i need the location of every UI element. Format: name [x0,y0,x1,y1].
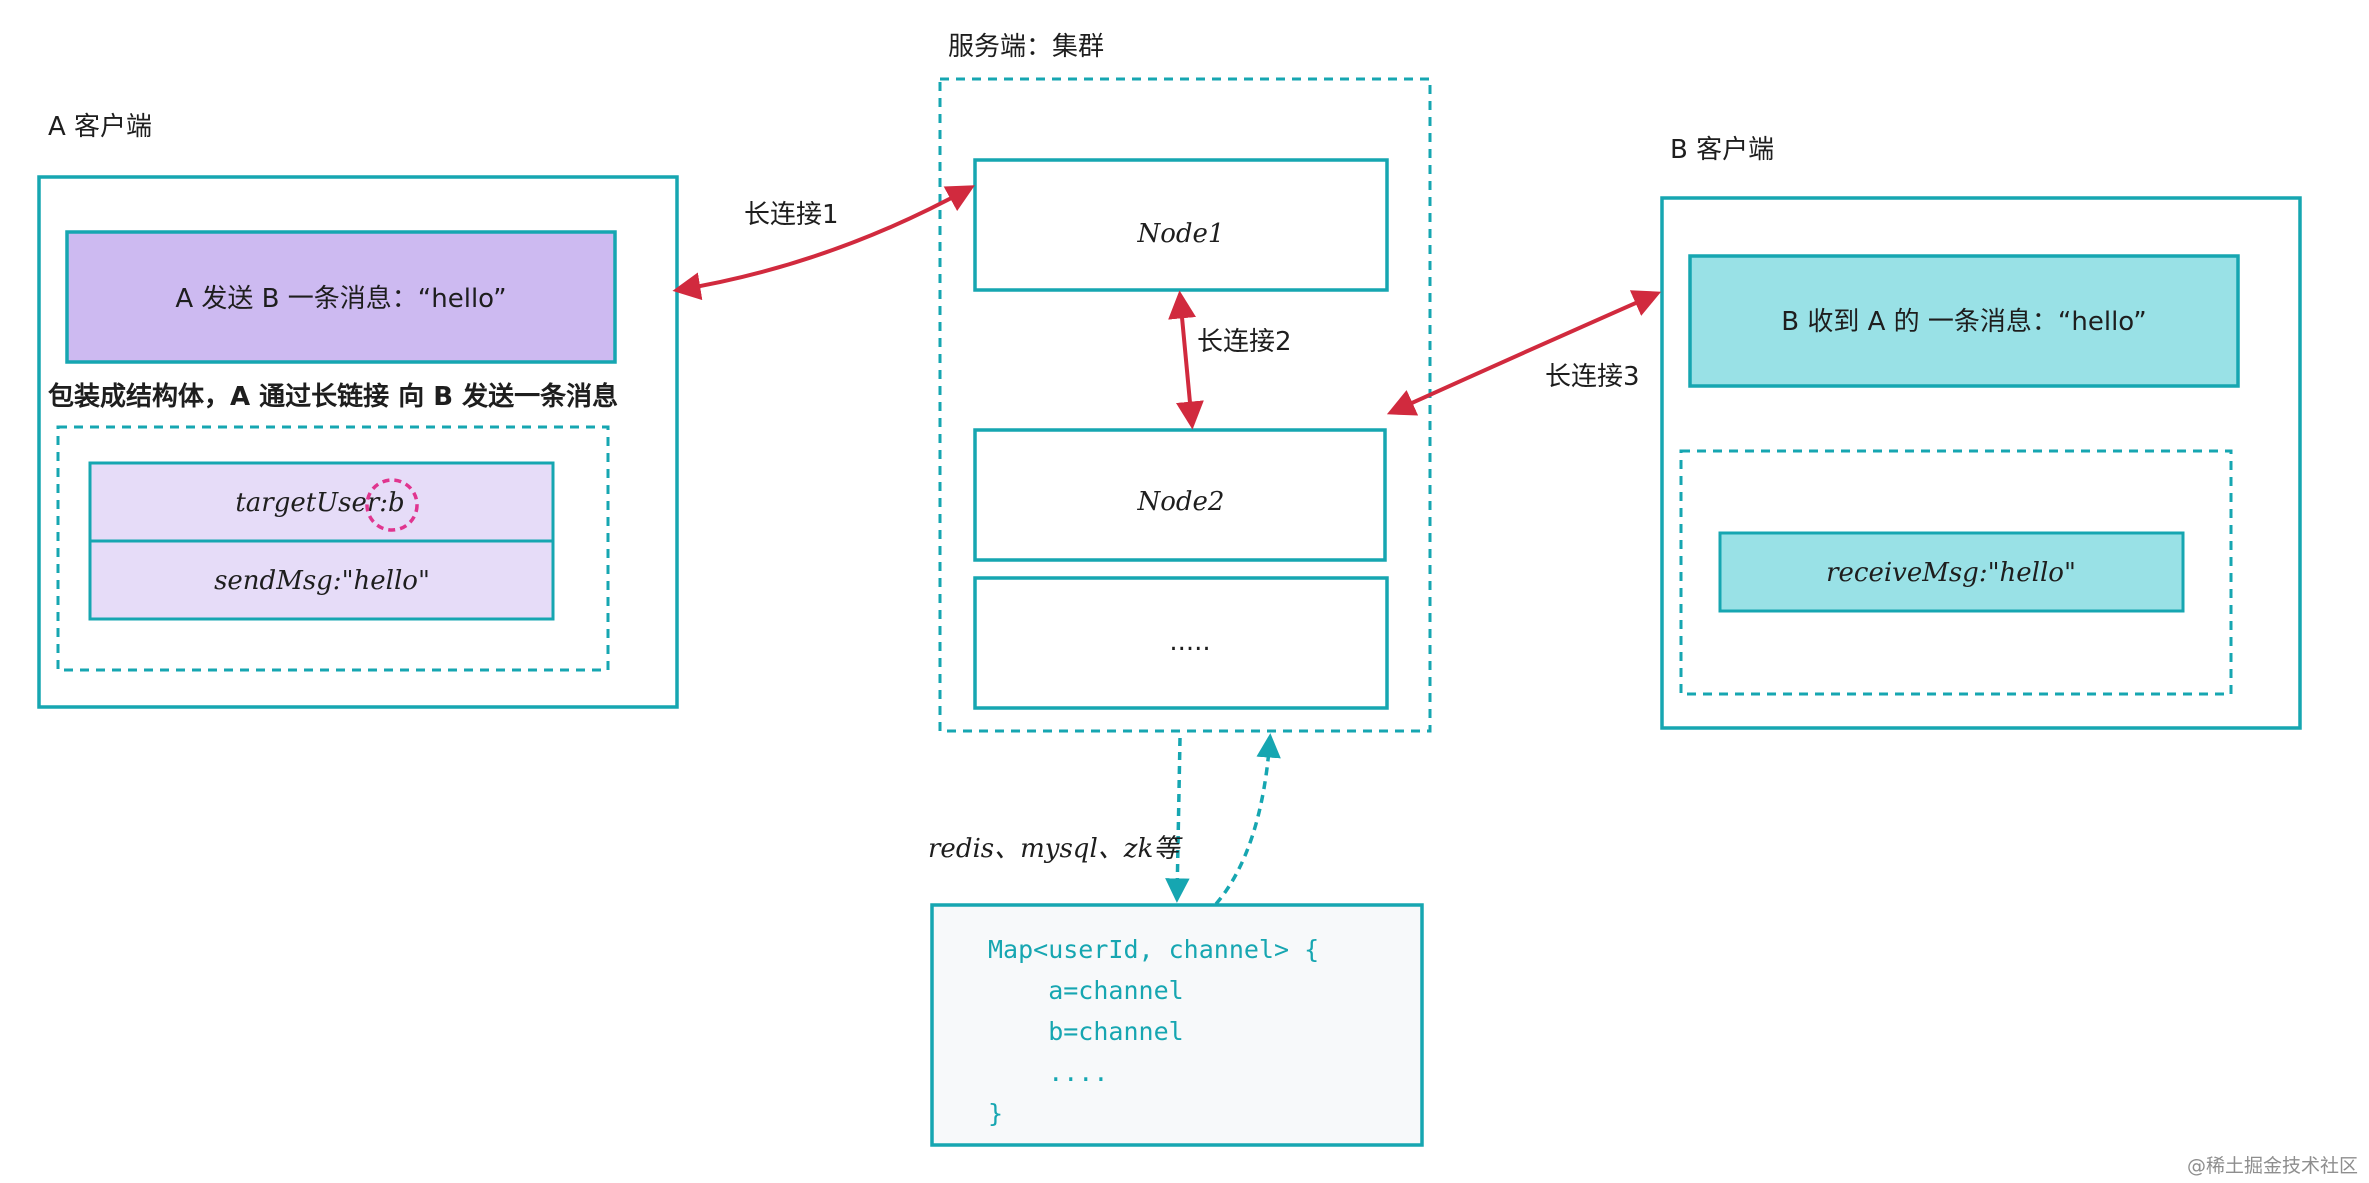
code-line-3: b=channel [988,1017,1184,1046]
code-line-2: a=channel [988,976,1184,1005]
receive-dashed-frame [1679,449,2233,696]
storage-group: redis、mysql、zk等 Map<userId, channel> { a… [928,733,1424,1147]
long-connection-3-label: 长连接3 [1545,362,1640,392]
client-b-message: B 收到 A 的 一条消息：“hello” [1781,307,2147,337]
node2-label: Node2 [1137,487,1225,517]
node2-box [973,428,1387,562]
long-connection-2-arrow [1168,290,1204,430]
receive-msg-label: receiveMsg:"hello" [1826,558,2076,588]
client-a-frame [37,175,679,709]
storage-label: redis、mysql、zk等 [928,834,1183,864]
wrap-caption: 包装成结构体，A 通过长链接 向 B 发送一条消息 [48,381,618,412]
server-cluster-group: 服务端：集群 Node1 Node2 ..... [938,32,1432,733]
long-connection-1-arrow [672,185,975,301]
long-connection-3-arrow [1386,290,1662,416]
send-msg-label: sendMsg:"hello" [214,566,430,596]
code-line-4: .... [988,1058,1108,1087]
storage-map-box [930,903,1424,1147]
client-a-message: A 发送 B 一条消息：“hello” [175,284,506,314]
struct-field-send-msg [88,539,555,621]
storage-sync-down-arrow [1165,737,1190,903]
long-connection-2-label: 长连接2 [1197,327,1292,357]
code-line-1: Map<userId, channel> { [988,935,1319,964]
storage-sync-up-arrow [1214,733,1281,906]
client-a-title: A 客户端 [48,112,152,142]
watermark: @稀土掘金技术社区 [2187,1155,2358,1177]
highlight-circle [365,478,419,532]
code-line-5: } [988,1099,1003,1128]
server-title: 服务端：集群 [948,32,1104,62]
node1-box [973,158,1389,292]
client-b-message-box [1688,254,2240,388]
client-b-frame [1660,196,2302,730]
client-a-message-box [65,230,617,364]
long-connection-1-label: 长连接1 [744,200,839,230]
more-nodes-label: ..... [1169,627,1210,657]
client-b-group: B 客户端 B 收到 A 的 一条消息：“hello” receiveMsg:"… [1660,135,2302,730]
client-a-group: A 客户端 A 发送 B 一条消息：“hello” 包装成结构体，A 通过长链接… [37,112,679,709]
connections-group: 长连接1 长连接2 长连接3 [672,185,1662,430]
target-user-label: targetUser:b [235,488,404,518]
more-nodes-box [973,576,1389,710]
struct-dashed-frame [56,425,610,672]
client-b-title: B 客户端 [1670,135,1774,165]
struct-field-target-user [88,461,555,543]
node1-label: Node1 [1137,219,1225,249]
receive-msg-box [1718,531,2185,613]
